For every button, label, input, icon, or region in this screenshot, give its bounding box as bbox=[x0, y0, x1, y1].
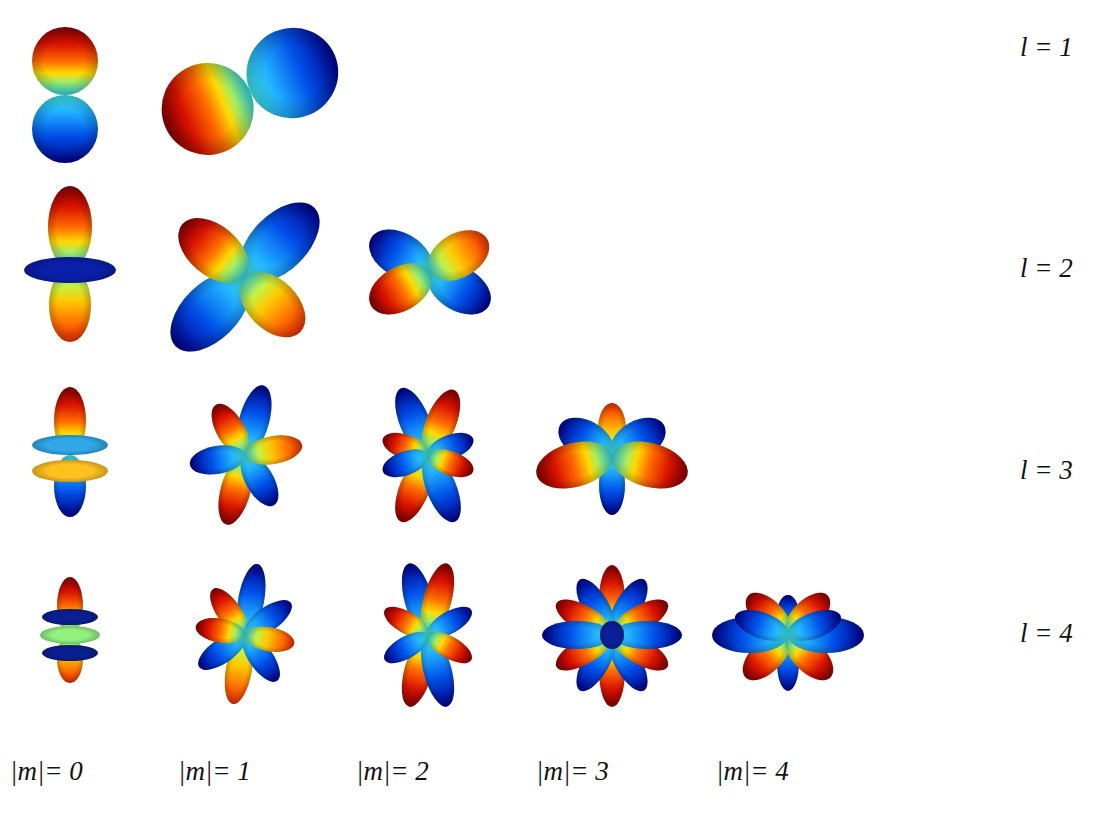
harmonic-surface bbox=[32, 387, 108, 517]
harmonic-surface bbox=[187, 382, 304, 529]
column-label: |m|= 3 bbox=[536, 758, 609, 785]
lobe-fill bbox=[424, 444, 477, 483]
lobe-fill bbox=[243, 431, 305, 469]
harmonic-surface bbox=[32, 27, 98, 163]
lobe-shading bbox=[424, 444, 477, 483]
lobe bbox=[379, 625, 433, 669]
lobe bbox=[423, 625, 477, 669]
harmonic-surface bbox=[192, 562, 298, 706]
nodal-ring bbox=[42, 609, 98, 625]
lobe-fill bbox=[423, 625, 477, 669]
harmonic-surface bbox=[24, 186, 116, 342]
lobe-shading bbox=[606, 434, 693, 497]
nodal-ring bbox=[32, 460, 108, 482]
lobe-fill bbox=[606, 434, 693, 497]
harmonic-surface bbox=[156, 188, 334, 366]
lobe bbox=[32, 95, 98, 163]
lobe bbox=[194, 614, 247, 646]
lobe-fill bbox=[187, 441, 247, 478]
nodal-ring bbox=[24, 257, 116, 283]
lobe-shading bbox=[243, 431, 305, 469]
lobe-fill bbox=[32, 95, 98, 163]
lobe-fill bbox=[48, 186, 92, 268]
lobe-shading bbox=[187, 441, 247, 478]
nodal-ring bbox=[32, 435, 108, 455]
harmonic-surface bbox=[379, 560, 477, 710]
lobe-fill bbox=[147, 49, 268, 170]
lobe bbox=[731, 604, 793, 648]
row-label: l = 4 bbox=[1020, 620, 1073, 647]
row-label: l = 2 bbox=[1020, 255, 1073, 282]
lobe-shading bbox=[147, 49, 268, 170]
lobe-shading bbox=[227, 259, 318, 350]
lobe-shading bbox=[243, 623, 296, 655]
column-label: |m|= 0 bbox=[10, 758, 83, 785]
harmonic-surface bbox=[542, 565, 682, 707]
lobe bbox=[243, 431, 305, 469]
lobe-fill bbox=[784, 604, 846, 648]
lobe bbox=[360, 253, 441, 325]
lobe bbox=[187, 441, 247, 478]
lobe-shading bbox=[784, 604, 846, 648]
lobe-fill bbox=[194, 614, 247, 646]
lobe bbox=[48, 186, 92, 268]
lobe-shading bbox=[360, 253, 441, 325]
nodal-ring bbox=[42, 645, 98, 661]
lobe bbox=[606, 434, 693, 497]
lobe-fill bbox=[531, 434, 618, 497]
lobe-shading bbox=[32, 27, 98, 95]
row-label: l = 1 bbox=[1020, 34, 1073, 61]
ring-shading bbox=[42, 645, 98, 661]
ring-shading bbox=[40, 626, 100, 644]
lobe-shading bbox=[731, 604, 793, 648]
lobe-fill bbox=[731, 604, 793, 648]
nodal-ring bbox=[600, 621, 624, 649]
lobe bbox=[531, 434, 618, 497]
lobe bbox=[32, 27, 98, 95]
row-label: l = 3 bbox=[1020, 457, 1073, 484]
lobe-fill bbox=[360, 253, 441, 325]
ring-shading bbox=[24, 257, 116, 283]
harmonic-surface bbox=[712, 585, 864, 691]
harmonic-surface bbox=[40, 577, 100, 683]
lobe bbox=[243, 623, 296, 655]
ring-shading bbox=[32, 435, 108, 455]
lobe-fill bbox=[32, 27, 98, 95]
lobe bbox=[227, 259, 318, 350]
lobe-shading bbox=[531, 434, 618, 497]
lobe bbox=[147, 49, 268, 170]
nodal-ring bbox=[40, 626, 100, 644]
column-label: |m|= 2 bbox=[356, 758, 429, 785]
harmonic-surface bbox=[531, 403, 693, 515]
harmonic-surface bbox=[360, 219, 500, 325]
lobe-shading bbox=[423, 625, 477, 669]
lobe-fill bbox=[243, 623, 296, 655]
lobe-shading bbox=[32, 95, 98, 163]
harmonic-surface bbox=[379, 383, 477, 528]
lobe-fill bbox=[379, 625, 433, 669]
harmonic-surface bbox=[147, 14, 352, 170]
column-label: |m|= 4 bbox=[716, 758, 789, 785]
ring-shading bbox=[32, 460, 108, 482]
lobe-shading bbox=[194, 614, 247, 646]
ring-shading bbox=[42, 609, 98, 625]
lobe bbox=[784, 604, 846, 648]
lobe-fill bbox=[379, 444, 432, 483]
ring-shading bbox=[600, 621, 624, 649]
lobe-fill bbox=[227, 259, 318, 350]
lobe bbox=[379, 444, 432, 483]
lobe bbox=[424, 444, 477, 483]
lobe-shading bbox=[48, 186, 92, 268]
column-label: |m|= 1 bbox=[178, 758, 251, 785]
lobe-shading bbox=[379, 444, 432, 483]
lobe-shading bbox=[379, 625, 433, 669]
